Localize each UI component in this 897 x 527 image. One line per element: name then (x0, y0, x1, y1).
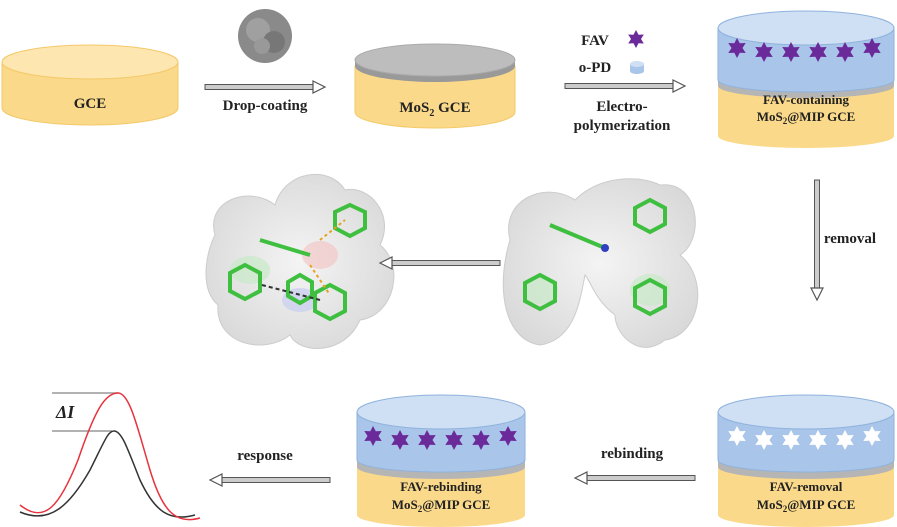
left-arrow-icon (379, 256, 501, 270)
mos2-gce-label: MoS2 GCE (399, 100, 470, 119)
fav-rebinding-label-line2: MoS2@MIP GCE (392, 497, 491, 514)
response-label: response (237, 448, 293, 464)
template-monomer-model (502, 178, 699, 348)
six-point-star-icon (391, 430, 409, 450)
delta-i-label: ΔI (55, 402, 75, 422)
right-arrow-icon (204, 80, 326, 94)
imprinted-complex-model (205, 174, 395, 349)
six-point-star-icon (364, 426, 382, 446)
black-curve (19, 430, 196, 518)
six-point-star-icon (755, 42, 773, 62)
electro-label-line1: Electro- (596, 99, 647, 115)
fav-star-row (728, 38, 881, 62)
right-arrow-icon (564, 79, 686, 93)
six-point-star-icon (445, 430, 463, 450)
red-curve (19, 392, 201, 521)
fav-legend-label: FAV (581, 33, 609, 49)
six-point-star-icon (863, 426, 881, 446)
gce-electrode: GCE (1, 44, 179, 126)
fav-star-icon (628, 30, 644, 48)
fav-rebinding-label-line1: FAV-rebinding (400, 479, 482, 494)
six-point-star-icon (863, 38, 881, 58)
electro-label-line2: polymerization (574, 118, 671, 134)
mos2-gce-electrode: MoS2 GCE (354, 43, 516, 129)
six-point-star-icon (755, 430, 773, 450)
opd-disk-icon (630, 61, 644, 74)
six-point-star-icon (418, 430, 436, 450)
six-point-star-icon (728, 38, 746, 58)
left-arrow-icon (574, 471, 696, 485)
six-point-star-icon (836, 430, 854, 450)
fav-removal-electrode: FAV-removal MoS2@MIP GCE (717, 394, 895, 527)
six-point-star-icon (809, 430, 827, 450)
fav-containing-label-line1: FAV-containing (763, 92, 849, 107)
six-point-star-icon (809, 42, 827, 62)
current-response-plot: ΔI (19, 392, 201, 521)
fav-containing-label-line2: MoS2@MIP GCE (757, 109, 856, 126)
fav-rebinding-electrode: FAV-rebinding MoS2@MIP GCE (356, 394, 526, 527)
six-point-star-icon (782, 430, 800, 450)
rebinding-label: rebinding (601, 446, 664, 462)
gce-label: GCE (74, 96, 107, 112)
drop-coating-label: Drop-coating (223, 98, 308, 114)
electropolymerization-step: FAV o-PD Electro- polymerization (564, 30, 686, 134)
six-point-star-icon (836, 42, 854, 62)
fav-removal-label-line1: FAV-removal (770, 479, 843, 494)
six-point-star-icon (499, 426, 517, 446)
removal-step: removal (810, 179, 876, 301)
down-arrow-icon (810, 179, 824, 301)
six-point-star-icon (728, 426, 746, 446)
empty-cavity-star-row (728, 426, 881, 450)
fav-star-row (364, 426, 517, 450)
six-point-star-icon (472, 430, 490, 450)
six-point-star-icon (782, 42, 800, 62)
opd-legend-label: o-PD (579, 60, 612, 76)
mos2-flower-icon (238, 9, 292, 63)
six-point-star-icon (628, 30, 644, 48)
removal-label: removal (824, 231, 876, 247)
fav-containing-electrode: FAV-containing MoS2@MIP GCE (717, 10, 895, 148)
left-arrow-icon (209, 473, 331, 487)
fav-removal-label-line2: MoS2@MIP GCE (757, 497, 856, 514)
drop-coating-step: Drop-coating (204, 9, 326, 114)
